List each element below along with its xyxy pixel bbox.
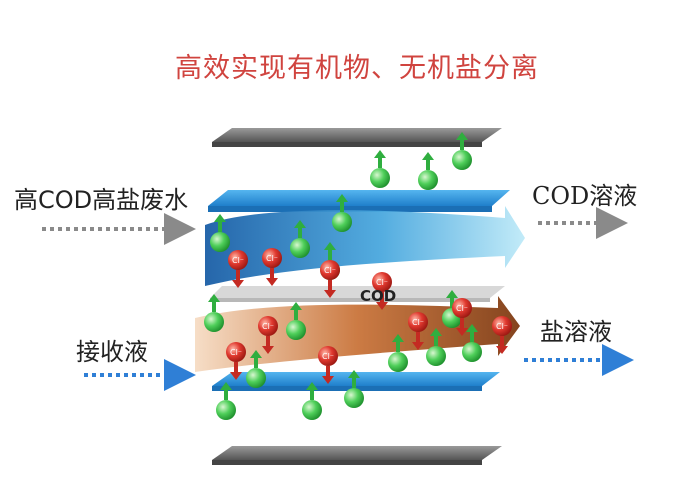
ion-layer: Cl⁻ Cl⁻ Cl⁻ Cl⁻ Cl⁻ Cl⁻ Cl⁻ Cl⁻ Cl⁻ Cl⁻ (204, 132, 512, 420)
red-ion-arrow (230, 362, 242, 380)
chloride-ion-label: Cl⁻ (376, 278, 388, 287)
green-ion-arrow (250, 350, 262, 368)
red-ion-arrow (496, 336, 508, 354)
upper-membrane (208, 190, 510, 212)
green-ion-arrow (374, 150, 386, 168)
green-ion-arrow (456, 132, 468, 150)
chloride-ion (318, 346, 338, 366)
chloride-ion-label: Cl⁻ (266, 254, 278, 263)
green-ion-arrow (348, 370, 360, 388)
chloride-ion (258, 316, 278, 336)
chloride-ion-label: Cl⁻ (232, 256, 244, 265)
cod-solution-label: COD溶液 (532, 182, 638, 210)
green-ion (286, 320, 306, 340)
green-ion (332, 212, 352, 232)
chloride-ion-label: Cl⁻ (412, 318, 424, 327)
chloride-ion-label: Cl⁻ (456, 304, 468, 313)
salt-solution-label: 盐溶液 (540, 318, 612, 346)
green-ion-arrow (324, 242, 336, 260)
green-ion (216, 400, 236, 420)
chloride-ion (452, 298, 472, 318)
middle-membrane (210, 286, 505, 302)
lower-flow-arrow (195, 296, 520, 372)
chloride-ion (492, 316, 512, 336)
red-ion-arrow (376, 292, 388, 310)
chloride-ion-label: Cl⁻ (322, 352, 334, 361)
receiver-label: 接收液 (76, 338, 148, 366)
page-title: 高效实现有机物、无机盐分离 (175, 53, 539, 84)
green-ion (302, 400, 322, 420)
green-ion (452, 150, 472, 170)
chloride-ion-label: Cl⁻ (262, 322, 274, 331)
green-ion (344, 388, 364, 408)
green-ion (418, 170, 438, 190)
bottom-plate (212, 446, 502, 465)
green-ion-arrow (466, 324, 478, 342)
chloride-ion-label: Cl⁻ (496, 322, 508, 331)
green-ion-arrow (214, 214, 226, 232)
red-ion-arrow (412, 332, 424, 350)
feed-label: 高COD高盐废水 (14, 186, 189, 214)
chloride-ion (262, 248, 282, 268)
green-ion (210, 232, 230, 252)
green-ion-arrow (208, 294, 220, 312)
red-ion-arrow (456, 318, 468, 336)
green-ion-arrow (220, 382, 232, 400)
green-ion-arrow (430, 328, 442, 346)
green-ion-arrow (290, 302, 302, 320)
green-ion (462, 342, 482, 362)
red-ion-arrow (266, 268, 278, 286)
green-ion (370, 168, 390, 188)
red-ion-arrow (232, 270, 244, 288)
top-plate (212, 128, 502, 147)
chloride-ion (372, 272, 392, 292)
green-ion-arrow (392, 334, 404, 352)
chloride-ion (228, 250, 248, 270)
chloride-ion (320, 260, 340, 280)
green-ion (388, 352, 408, 372)
green-ion-arrow (294, 220, 306, 238)
red-ion-arrow (324, 280, 336, 298)
green-ion (426, 346, 446, 366)
green-ion-arrow (422, 152, 434, 170)
green-ion-arrow (446, 290, 458, 308)
chloride-ion (226, 342, 246, 362)
green-ion (204, 312, 224, 332)
red-ion-arrow (322, 366, 334, 384)
red-ion-arrow (262, 336, 274, 354)
upper-flow-arrow (205, 206, 525, 286)
chloride-ion (408, 312, 428, 332)
green-ion-arrow (336, 194, 348, 212)
green-ion (246, 368, 266, 388)
green-ion (290, 238, 310, 258)
cod-middle-label: COD (360, 287, 397, 305)
chloride-ion-label: Cl⁻ (230, 348, 242, 357)
chloride-ion-label: Cl⁻ (324, 266, 336, 275)
green-ion-arrow (306, 382, 318, 400)
